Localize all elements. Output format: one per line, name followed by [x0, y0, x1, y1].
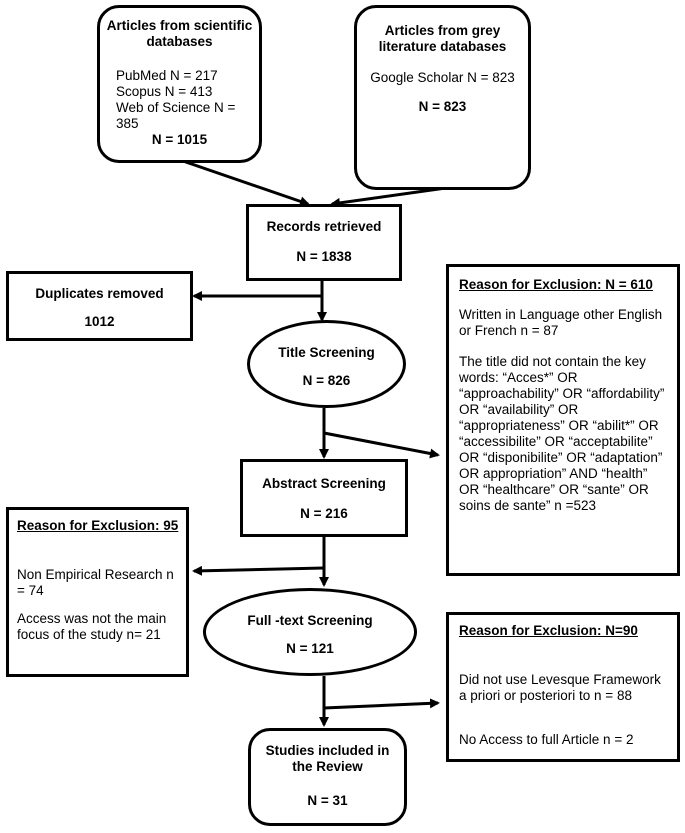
title-screening-count: N = 826 — [302, 373, 351, 388]
title-exclusion-keywords: The title did not contain the key words:… — [459, 354, 665, 513]
scientific-total: N = 1015 — [151, 132, 208, 147]
fulltext-exclusion-no-access: No Access to full Article n = 2 — [459, 732, 634, 747]
fulltext-screening-title: Full -text Screening — [247, 613, 373, 628]
arrow-to-excl-title — [323, 431, 440, 459]
fulltext-exclusion-heading: Reason for Exclusion: N=90 — [459, 623, 638, 638]
abstract-screening-count: N = 216 — [300, 506, 348, 521]
fulltext-exclusion-levesque: Did not use Levesque Framework a priori … — [459, 672, 661, 703]
title-exclusion-language: Written in Language other English or Fre… — [459, 307, 663, 338]
scientific-databases-box: Articles from scientific databases PubMe… — [97, 5, 262, 163]
records-retrieved-count: N = 1838 — [296, 249, 352, 264]
studies-included-box: Studies included in the Review N = 31 — [248, 728, 407, 826]
grey-literature-title: Articles from grey literature databases — [378, 23, 507, 54]
title-exclusion-heading: Reason for Exclusion: N = 610 — [459, 277, 653, 292]
fulltext-screening-ellipse: Full -text Screening N = 121 — [203, 588, 417, 676]
abstract-screening-title: Abstract Screening — [262, 476, 386, 491]
wos-count: Web of Science N = 385 — [116, 100, 236, 131]
records-retrieved-title: Records retrieved — [266, 219, 382, 234]
arrow-to-excl-fulltext — [323, 698, 440, 710]
google-scholar-count: Google Scholar N = 823 — [370, 70, 515, 85]
abstract-exclusion-focus: Access was not the main focus of the stu… — [17, 611, 167, 642]
grey-literature-box: Articles from grey literature databases … — [354, 5, 531, 190]
arrow-sci-to-retrieved — [179, 158, 310, 207]
duplicates-removed-title: Duplicates removed — [35, 286, 164, 301]
duplicates-removed-count: 1012 — [84, 314, 115, 329]
title-exclusion-box: Reason for Exclusion: N = 610 Written in… — [446, 264, 680, 576]
abstract-exclusion-non-empirical: Non Empirical Research n = 74 — [17, 567, 174, 598]
grey-total: N = 823 — [418, 99, 467, 114]
fulltext-exclusion-box: Reason for Exclusion: N=90 Did not use L… — [446, 612, 680, 762]
abstract-exclusion-box: Reason for Exclusion: 95 Non Empirical R… — [6, 507, 189, 677]
abstract-exclusion-heading: Reason for Exclusion: 95 — [17, 518, 179, 533]
title-screening-ellipse: Title Screening N = 826 — [247, 320, 406, 408]
studies-included-count: N = 31 — [307, 793, 348, 808]
pubmed-count: PubMed N = 217 — [116, 68, 218, 83]
records-retrieved-box: Records retrieved N = 1838 — [246, 204, 402, 281]
fulltext-screening-count: N = 121 — [286, 641, 334, 656]
duplicates-removed-box: Duplicates removed 1012 — [6, 271, 193, 341]
arrow-to-excl-abstract — [192, 565, 325, 576]
title-screening-title: Title Screening — [278, 345, 375, 360]
scopus-count: Scopus N = 413 — [116, 84, 213, 99]
abstract-screening-box: Abstract Screening N = 216 — [240, 459, 408, 537]
studies-included-title: Studies included in the Review — [265, 743, 390, 774]
scientific-databases-title: Articles from scientific databases — [106, 18, 253, 49]
